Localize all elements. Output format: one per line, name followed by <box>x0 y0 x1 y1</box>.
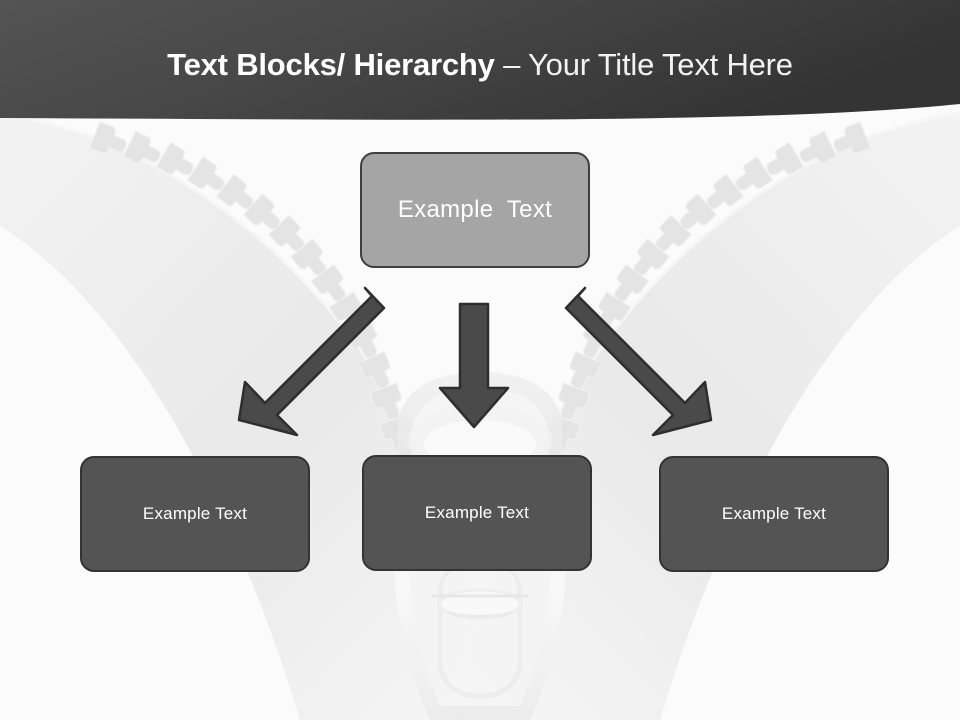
arrow-down-left-icon <box>237 286 386 437</box>
hierarchy-child-box-1[interactable]: Example Text <box>80 456 310 572</box>
page-title-separator: – <box>494 47 529 82</box>
hierarchy-child-box-3[interactable]: Example Text <box>659 456 889 572</box>
page-title-light: Your Title Text Here <box>528 47 793 82</box>
arrow-down-icon <box>438 302 510 429</box>
page-title-bold: Text Blocks/ Hierarchy <box>167 47 495 82</box>
hierarchy-parent-box[interactable]: Example Text <box>360 152 590 268</box>
hierarchy-child-box-2[interactable]: Example Text <box>362 455 592 571</box>
page-title: Text Blocks/ Hierarchy – Your Title Text… <box>0 47 960 82</box>
arrow-down-right-icon <box>564 286 713 437</box>
